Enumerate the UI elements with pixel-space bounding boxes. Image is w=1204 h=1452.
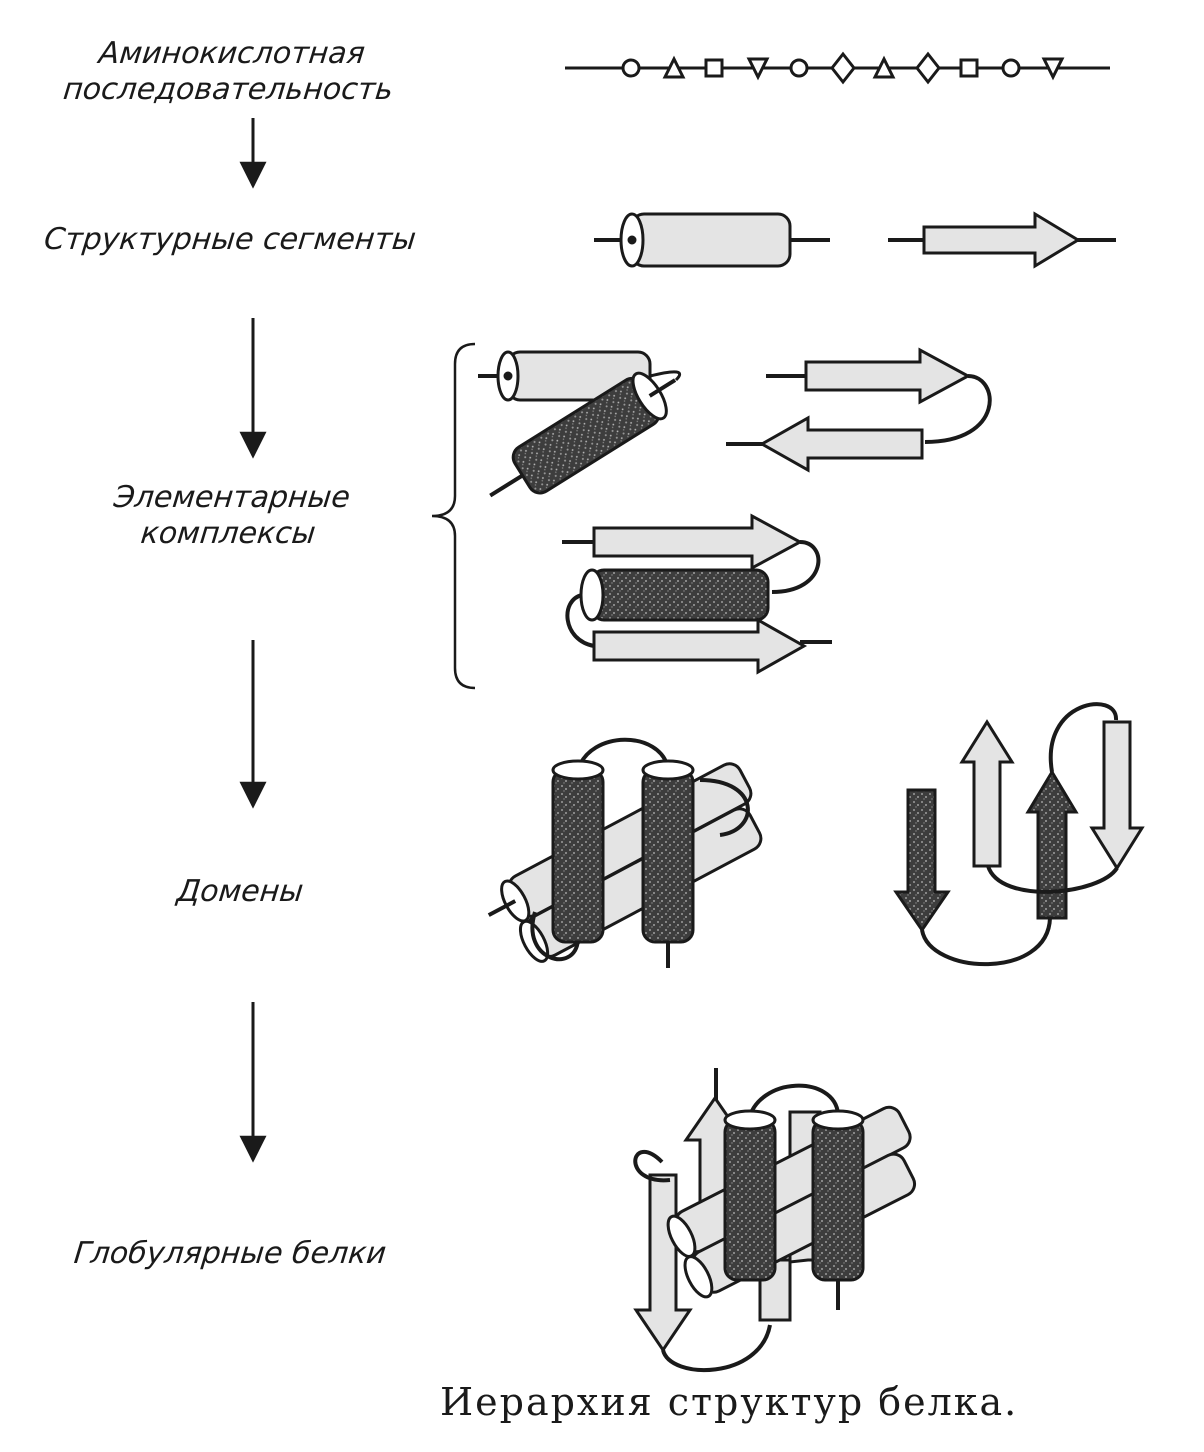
complex-beta-hairpin: [726, 347, 992, 473]
complex-bracket: [431, 342, 476, 690]
residue-square-icon: [959, 58, 979, 78]
residue-triangle-icon: [662, 55, 686, 79]
residue-triangle-down-icon: [746, 57, 770, 81]
complex-beta-alpha-beta: [562, 513, 832, 675]
segment-strand: [888, 211, 1116, 269]
residue-circle-icon: [789, 58, 809, 78]
domain-alpha: [487, 737, 763, 968]
residue-triangle-down-icon: [1041, 57, 1065, 81]
residue-circle-icon: [621, 58, 641, 78]
residue-circle-icon: [1001, 58, 1021, 78]
residue-diamond-icon: [830, 51, 856, 85]
amino-acid-chain: [565, 51, 1110, 85]
domain-beta: [893, 702, 1145, 967]
figure-caption: Иерархия структур белка.: [440, 1380, 1019, 1424]
complex-helix-helix: [478, 350, 682, 498]
residue-square-icon: [704, 58, 724, 78]
segment-helix: [594, 212, 830, 268]
residue-triangle-icon: [872, 55, 896, 79]
globular-protein: [633, 1068, 917, 1373]
residue-diamond-icon: [915, 51, 941, 85]
